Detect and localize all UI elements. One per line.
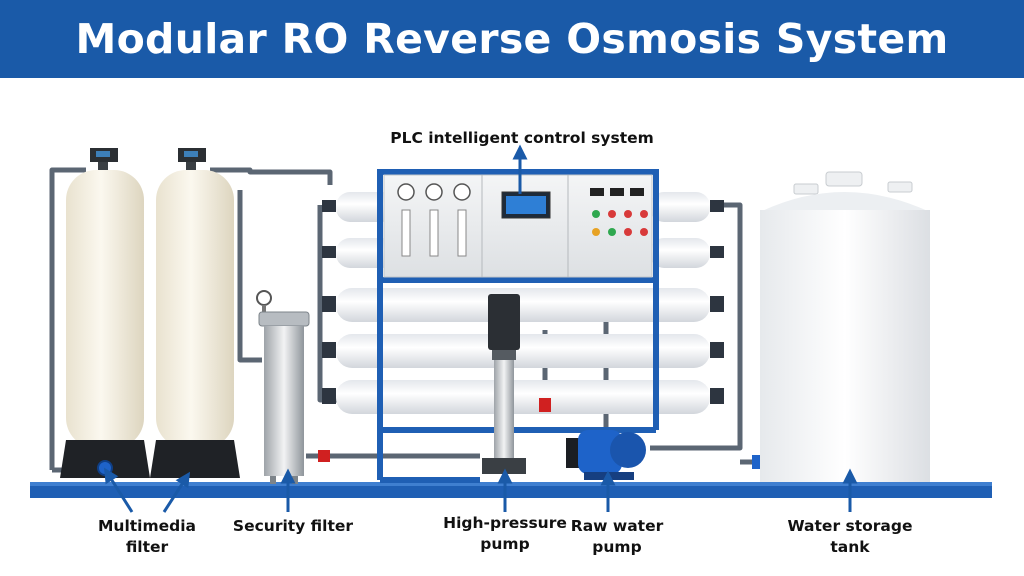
system-illustration <box>30 144 992 513</box>
security-filter-housing <box>256 290 310 484</box>
arrow-multimedia-filter-left <box>103 467 134 513</box>
ro-membrane-tubes <box>322 192 724 414</box>
water-storage-tank <box>760 171 930 482</box>
label-security-filter: Security filter <box>232 517 354 535</box>
valve-red <box>318 450 330 462</box>
multimedia-filter-tank-right <box>150 148 240 478</box>
multimedia-filter-tank-left <box>60 148 150 478</box>
page-title: Modular RO Reverse Osmosis System <box>75 15 949 63</box>
high-pressure-pump <box>482 294 526 474</box>
arrow-multimedia-filter-right <box>162 471 191 513</box>
title-bar: Modular RO Reverse Osmosis System <box>0 0 1024 78</box>
label-plc: PLC intelligent control system <box>390 129 654 147</box>
raw-water-pump <box>566 430 646 480</box>
pointer-arrows <box>103 144 858 513</box>
plc-control-panel <box>383 174 653 278</box>
label-water-storage-tank: Water storage tank <box>787 517 913 556</box>
label-high-pressure-pump: High-pressure pump <box>443 514 567 553</box>
label-raw-water-pump: Raw water pump <box>570 517 664 556</box>
label-multimedia-filter: Multimedia filter <box>97 517 197 556</box>
valve-red <box>539 398 551 412</box>
